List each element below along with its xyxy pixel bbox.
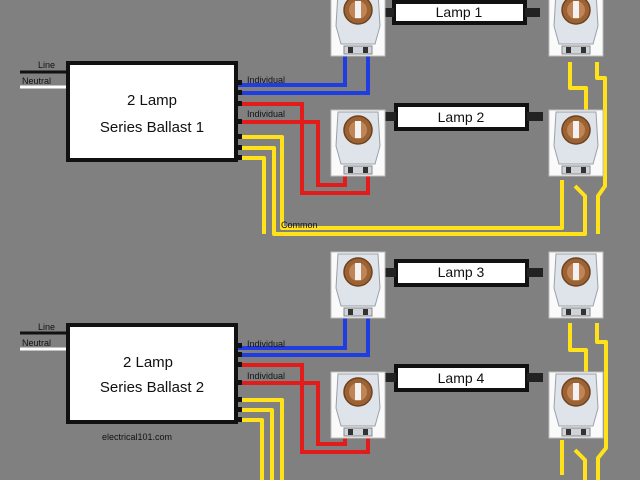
lamp-tube-4 [380, 364, 543, 392]
individual-wire-red-2 [238, 363, 370, 454]
line-label-1: Line [38, 60, 55, 70]
individual-label-1a: Individual [247, 75, 285, 85]
lampholder-4-left [330, 371, 386, 439]
lampholder-3-right [548, 251, 604, 319]
ballast-title-1a: 2 Lamp [127, 92, 177, 109]
lamp-label-2: Lamp 2 [438, 109, 485, 125]
neutral-label-1: Neutral [22, 76, 51, 86]
individual-wire-blue-1 [238, 56, 347, 87]
individual-label-2a: Individual [247, 339, 285, 349]
ballast-box-1 [66, 61, 238, 162]
neutral-label-2: Neutral [22, 338, 51, 348]
ballast-title-2b: Series Ballast 2 [100, 379, 204, 396]
individual-label-1b: Individual [247, 109, 285, 119]
ballast-terminals-2 [236, 343, 242, 422]
line-label-2: Line [38, 322, 55, 332]
lampholder-4-right [548, 371, 604, 439]
individual-wire-blue-1b [238, 56, 370, 95]
individual-wire-red-1 [238, 102, 370, 195]
ballast-box-2 [66, 323, 238, 424]
lamp-label-1: Lamp 1 [436, 4, 483, 20]
ballast-title-1b: Series Ballast 1 [100, 119, 204, 136]
lamp-tube-3 [380, 259, 543, 287]
lampholder-1-right [548, 0, 604, 57]
lamp-label-3: Lamp 3 [438, 264, 485, 280]
common-label-1: Common [281, 220, 318, 230]
individual-wire-red-2b [238, 381, 347, 446]
lampholder-2-left [330, 109, 386, 177]
individual-wire-blue-2b [238, 318, 370, 357]
ballast-title-2a: 2 Lamp [123, 354, 173, 371]
lampholder-2-right [548, 109, 604, 177]
lampholder-1-left [330, 0, 386, 57]
ballast-terminals-1 [236, 80, 242, 160]
common-wires-ballast-1 [238, 62, 607, 236]
individual-wire-red-1b [238, 120, 347, 187]
credit-text: electrical101.com [102, 432, 172, 442]
lampholder-3-left [330, 251, 386, 319]
lamp-tube-2 [380, 103, 543, 131]
lamp-tube-1 [379, 0, 540, 25]
individual-label-2b: Individual [247, 371, 285, 381]
lamp-label-4: Lamp 4 [438, 370, 485, 386]
individual-wire-blue-2 [238, 318, 347, 350]
common-wires-ballast-2 [238, 323, 608, 480]
